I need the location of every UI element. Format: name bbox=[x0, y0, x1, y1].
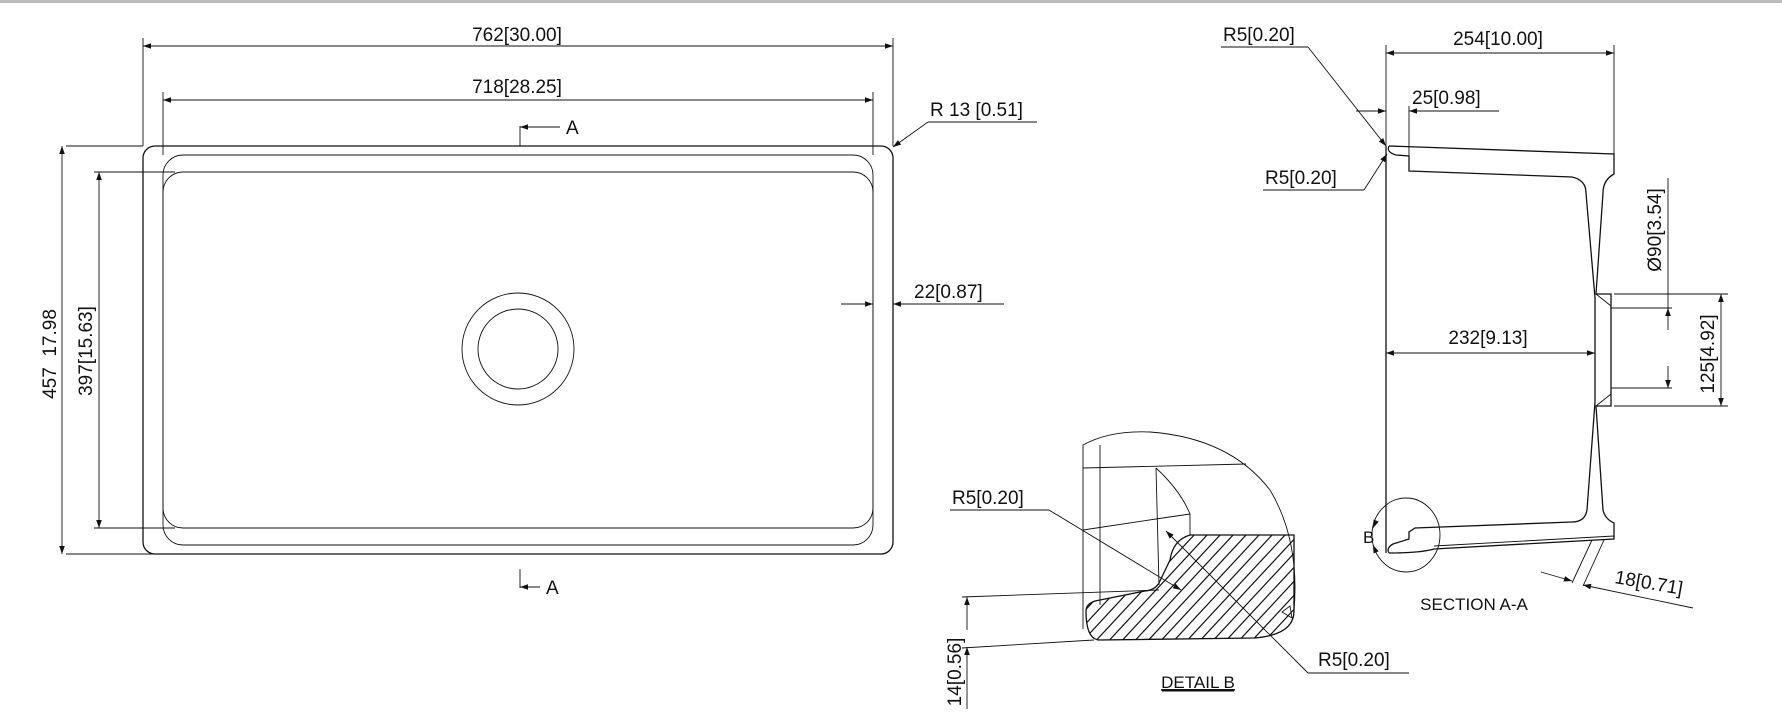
dim-drain-flange: 125[4.92] bbox=[1698, 314, 1719, 393]
detail-boundary-arc bbox=[1082, 431, 1296, 629]
drain-inner bbox=[477, 308, 559, 390]
hatch-pattern bbox=[1086, 520, 1520, 660]
detail-view: R5[0.20] R5[0.20] 14[0.56] DETAIL B bbox=[945, 431, 1520, 709]
section-outer-profile bbox=[1388, 145, 1615, 554]
dim-top-radius: R5[0.20] bbox=[1223, 25, 1295, 46]
dim-corner-radius: R 13 [0.51] bbox=[930, 100, 1023, 121]
hatch-line bbox=[1181, 535, 1294, 640]
hatch-line bbox=[1233, 535, 1294, 640]
hatch-line bbox=[1390, 520, 1520, 660]
dim-inner-width: 397[15.63] bbox=[76, 306, 97, 396]
section-mark-bottom: A bbox=[519, 569, 559, 599]
hatch-line bbox=[1377, 520, 1507, 660]
hatch-line bbox=[1129, 535, 1261, 640]
sink-outer-outline bbox=[142, 145, 894, 555]
dim-inner-depth: 232[9.13] bbox=[1448, 328, 1527, 349]
hatch-line bbox=[1285, 535, 1294, 640]
section-title: SECTION A-A bbox=[1420, 595, 1528, 614]
sink-basin-outline bbox=[162, 171, 874, 529]
section-inner-profile bbox=[1387, 145, 1596, 554]
dim-detail-radius-left: R5[0.20] bbox=[952, 488, 1024, 509]
hatch-line bbox=[1207, 535, 1294, 640]
dim-lip: 25[0.98] bbox=[1412, 88, 1481, 109]
hatch-line bbox=[1142, 535, 1274, 640]
hatch-line bbox=[1325, 520, 1455, 660]
hatch-line bbox=[1312, 520, 1442, 660]
svg-text:A: A bbox=[546, 578, 559, 599]
plan-view: 762[30.00] 718[28.25] A A R 13 [0.51] 22… bbox=[40, 25, 1037, 599]
dim-overall-width: 457 17.98 bbox=[40, 309, 61, 399]
detail-b-marker: B bbox=[1363, 528, 1374, 547]
dim-detail-radius-right: R5[0.20] bbox=[1318, 650, 1390, 671]
detail-title: DETAIL B bbox=[1161, 673, 1235, 692]
hatch-line bbox=[1364, 520, 1494, 660]
hatch-line bbox=[1155, 535, 1287, 640]
dim-lower-radius: R5[0.20] bbox=[1265, 168, 1337, 189]
dim-wall-thickness: 18[0.71] bbox=[1613, 567, 1684, 600]
hatch-line bbox=[1194, 535, 1294, 640]
hatch-line bbox=[1116, 535, 1248, 640]
drain-outer bbox=[461, 292, 575, 406]
hatch-line bbox=[1220, 535, 1294, 640]
hatch-line bbox=[1103, 535, 1235, 640]
section-mark-top: A bbox=[519, 118, 579, 146]
dim-overall-depth: 254[10.00] bbox=[1453, 29, 1543, 50]
section-view: R5[0.20] R5[0.20] 254[10.00] 25[0.98] 23… bbox=[1221, 25, 1728, 614]
dim-inner-length: 718[28.25] bbox=[472, 77, 562, 98]
dim-drain-diameter: Ø90[3.54] bbox=[1645, 188, 1666, 271]
svg-text:A: A bbox=[566, 118, 579, 139]
hatch-line bbox=[1168, 535, 1294, 640]
detail-b-callout-circle bbox=[1371, 497, 1441, 573]
sink-rim-outline bbox=[162, 154, 874, 546]
dim-rim-width: 22[0.87] bbox=[914, 282, 983, 303]
dim-detail-thickness: 14[0.56] bbox=[945, 638, 966, 707]
dim-overall-length: 762[30.00] bbox=[472, 25, 562, 46]
